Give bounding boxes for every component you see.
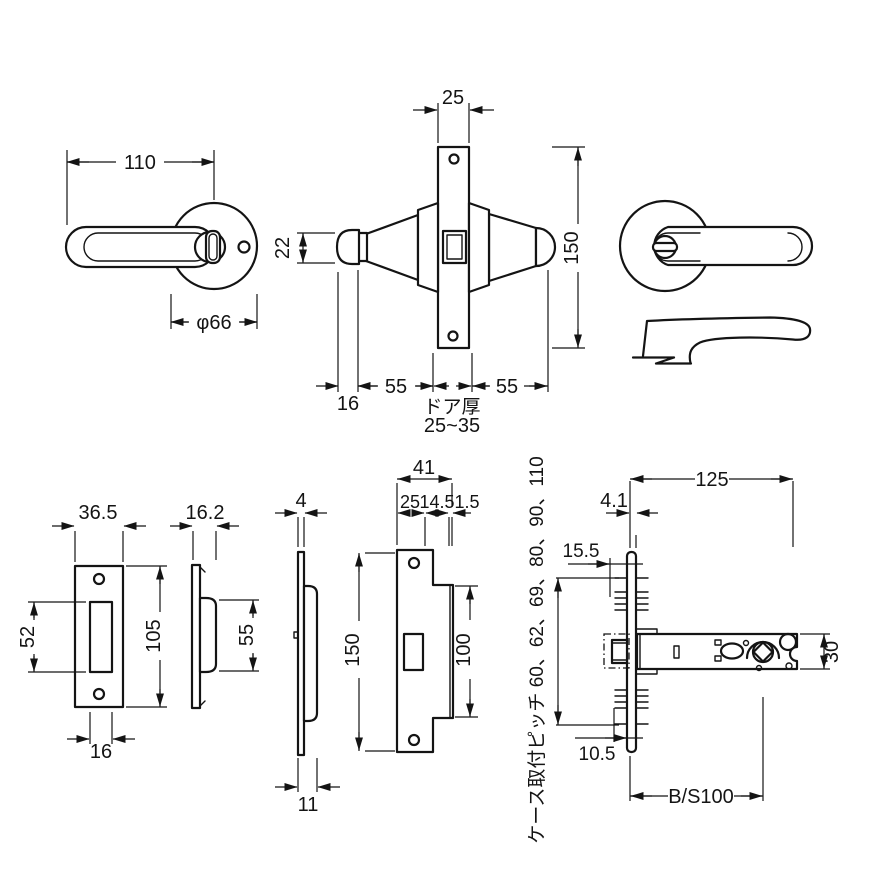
latch-bolt-opening <box>402 632 425 672</box>
latch-tip-mark <box>293 631 299 639</box>
dim-grip-tip: 16 <box>337 393 359 415</box>
strike-plate-side-view: 16.2 55 <box>170 502 259 710</box>
rose-left <box>416 201 440 294</box>
case-oval-hole <box>719 642 745 660</box>
dim-grip-height: 22 <box>272 237 294 259</box>
case-square-top <box>714 639 722 646</box>
faceplate-screw-hole-top <box>448 153 460 165</box>
lever-front-view: 110 φ66 <box>64 150 259 334</box>
case-square-bottom <box>714 655 722 662</box>
dim-latch-step-height: 100 <box>453 633 475 666</box>
dim-lever-left: 55 <box>385 376 407 398</box>
latch-plate-front-view: 41 25 14.5 1.5 150 100 <box>342 457 480 754</box>
case-end-hole <box>778 632 798 652</box>
dim-faceplate-width: 25 <box>442 87 464 109</box>
lever-section-view: 25 22 150 16 55 55 ドア厚 25~35 <box>272 87 585 437</box>
thumbturn-knob <box>204 229 222 265</box>
lever-cone-left <box>364 213 420 282</box>
lever-profile-view <box>631 316 812 365</box>
case-end-pin <box>785 662 793 670</box>
latch-plate-outline <box>395 548 455 754</box>
dim-case-height: 30 <box>821 641 843 663</box>
dim-faceplate-height: 150 <box>561 231 583 264</box>
spindle-square <box>752 641 774 663</box>
dim-mounting-pitch: ケース取付ピッチ 60、62、69、80、90、110 <box>526 456 548 843</box>
dim-faceplate-depth: 11 <box>298 794 319 816</box>
dim-latch-width: 41 <box>413 457 435 479</box>
dim-lever-right: 55 <box>496 376 518 398</box>
dim-strike-depth: 16.2 <box>186 502 225 524</box>
strike-hole-bottom <box>92 687 106 701</box>
latch-hole-top <box>407 556 421 570</box>
strike-hole-top <box>92 572 106 586</box>
release-slot <box>651 241 679 253</box>
strike-slot <box>88 600 114 674</box>
dim-latch-flat: 25 <box>400 492 420 512</box>
dim-backset: B/S100 <box>668 786 734 808</box>
faceplate-side-bulge <box>302 584 319 723</box>
case-pin-bottom <box>755 664 763 672</box>
dim-offset-top: 15.5 <box>563 541 600 562</box>
pitch-marks <box>614 577 649 725</box>
lever-grip-left <box>335 228 361 266</box>
faceplate-side-view: 4 11 <box>275 490 340 816</box>
dim-rose-diameter: φ66 <box>196 312 231 334</box>
strike-side-plate <box>190 563 202 710</box>
latch-bolt <box>610 638 629 665</box>
dim-latch-height: 150 <box>342 633 364 666</box>
dim-latch-lip: 1.5 <box>454 492 479 512</box>
dim-offset-bottom: 10.5 <box>579 744 616 765</box>
latch-hole-bottom <box>407 733 421 747</box>
dim-dust-box-height: 55 <box>236 624 258 646</box>
door-thickness-label: ドア厚 <box>423 397 480 418</box>
dim-strike-slot-width: 16 <box>90 741 112 763</box>
dim-latch-step: 14.5 <box>419 492 454 512</box>
case-pin-top <box>742 639 750 647</box>
lever-cone-right <box>487 212 538 283</box>
dim-lever-length: 110 <box>124 152 156 174</box>
dim-case-length: 125 <box>695 469 728 491</box>
strike-dust-box <box>198 596 218 674</box>
dim-strike-width: 36.5 <box>79 502 118 524</box>
lever-grip-right <box>534 226 557 268</box>
dim-strike-height: 105 <box>143 619 165 652</box>
strike-plate-front-view: 36.5 52 105 16 <box>17 502 167 763</box>
door-thickness-range: 25~35 <box>424 415 480 437</box>
strike-plate <box>73 564 125 709</box>
dim-strike-slot-height: 52 <box>17 626 39 648</box>
dim-case-plate-thickness: 4.1 <box>600 490 628 512</box>
spindle-hub <box>441 229 468 265</box>
lever-profile-base <box>631 356 693 365</box>
lever-outside-view <box>618 199 814 293</box>
dim-faceplate-thickness: 4 <box>295 490 306 512</box>
lock-case-side-view: 125 4.1 15.5 10.5 ケース取付ピッチ 60、62、69、80、9… <box>526 456 843 843</box>
case-slot <box>673 645 680 659</box>
rose-right <box>467 201 491 294</box>
lever-profile-outline <box>641 316 812 365</box>
rose-screw-hole <box>237 240 251 254</box>
lock-case-faceplate <box>625 550 638 754</box>
faceplate-screw-hole-bottom <box>447 330 459 342</box>
